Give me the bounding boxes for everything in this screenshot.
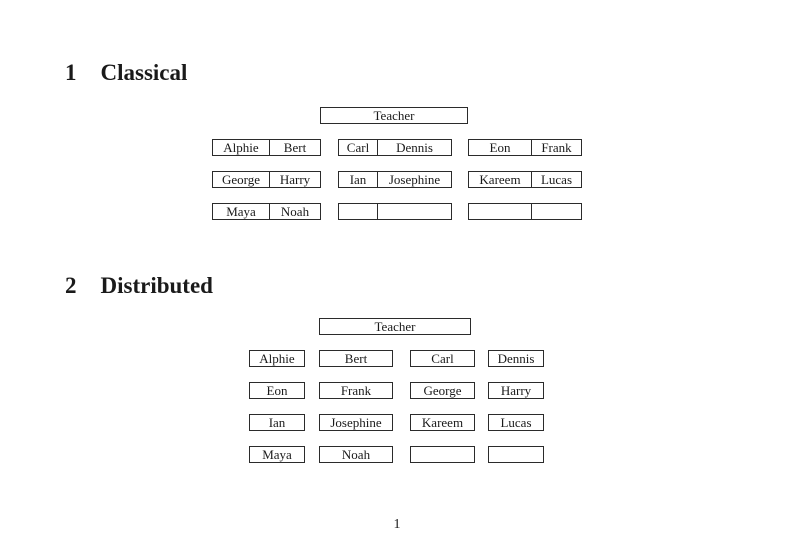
- desk-box: George Harry: [212, 171, 321, 188]
- teacher-box-classical: Teacher: [320, 107, 468, 124]
- seat-cell: Harry: [279, 172, 311, 187]
- seat-box: Harry: [488, 382, 544, 399]
- section-heading-distributed: 2 Distributed: [65, 273, 213, 298]
- seat-cell: Dennis: [396, 140, 433, 155]
- desk-box: Ian Josephine: [338, 171, 452, 188]
- seat-cell: Josephine: [388, 172, 441, 187]
- seat-box: Eon: [249, 382, 305, 399]
- seat-box: Dennis: [488, 350, 544, 367]
- section-number: 2: [65, 273, 77, 298]
- seat-box: [410, 446, 475, 463]
- seat-box: Alphie: [249, 350, 305, 367]
- seat-box: Carl: [410, 350, 475, 367]
- seat-box: Ian: [249, 414, 305, 431]
- seat-box: Frank: [319, 382, 393, 399]
- seat-cell: Kareem: [469, 172, 532, 187]
- section-title: Distributed: [100, 273, 213, 298]
- seat-box: George: [410, 382, 475, 399]
- desk-box: [468, 203, 582, 220]
- seat-cell: [339, 204, 378, 219]
- seat-cell: Alphie: [213, 140, 270, 155]
- desk-box: Carl Dennis: [338, 139, 452, 156]
- desk-box: Kareem Lucas: [468, 171, 582, 188]
- desk-box: Alphie Bert: [212, 139, 321, 156]
- section-number: 1: [65, 60, 77, 85]
- seat-cell: Maya: [213, 204, 270, 219]
- seat-cell: Ian: [339, 172, 378, 187]
- seat-cell: George: [213, 172, 270, 187]
- page-number: 1: [393, 517, 401, 532]
- seat-box: Noah: [319, 446, 393, 463]
- seat-cell: Frank: [541, 140, 572, 155]
- seat-cell: Eon: [469, 140, 532, 155]
- desk-box: Maya Noah: [212, 203, 321, 220]
- seat-cell: [532, 204, 581, 219]
- seat-cell: Lucas: [540, 172, 573, 187]
- seat-box: Maya: [249, 446, 305, 463]
- seat-cell: [469, 204, 532, 219]
- seat-box: Bert: [319, 350, 393, 367]
- section-heading-classical: 1 Classical: [65, 60, 187, 85]
- seat-cell: Carl: [339, 140, 378, 155]
- seat-cell: Bert: [283, 140, 307, 155]
- desk-box: [338, 203, 452, 220]
- seat-box: [488, 446, 544, 463]
- desk-box: Eon Frank: [468, 139, 582, 156]
- seat-box: Josephine: [319, 414, 393, 431]
- section-title: Classical: [100, 60, 188, 85]
- teacher-box-distributed: Teacher: [319, 318, 471, 335]
- seat-cell: Noah: [280, 204, 310, 219]
- seat-box: Kareem: [410, 414, 475, 431]
- seat-box: Lucas: [488, 414, 544, 431]
- seat-cell: [378, 204, 451, 219]
